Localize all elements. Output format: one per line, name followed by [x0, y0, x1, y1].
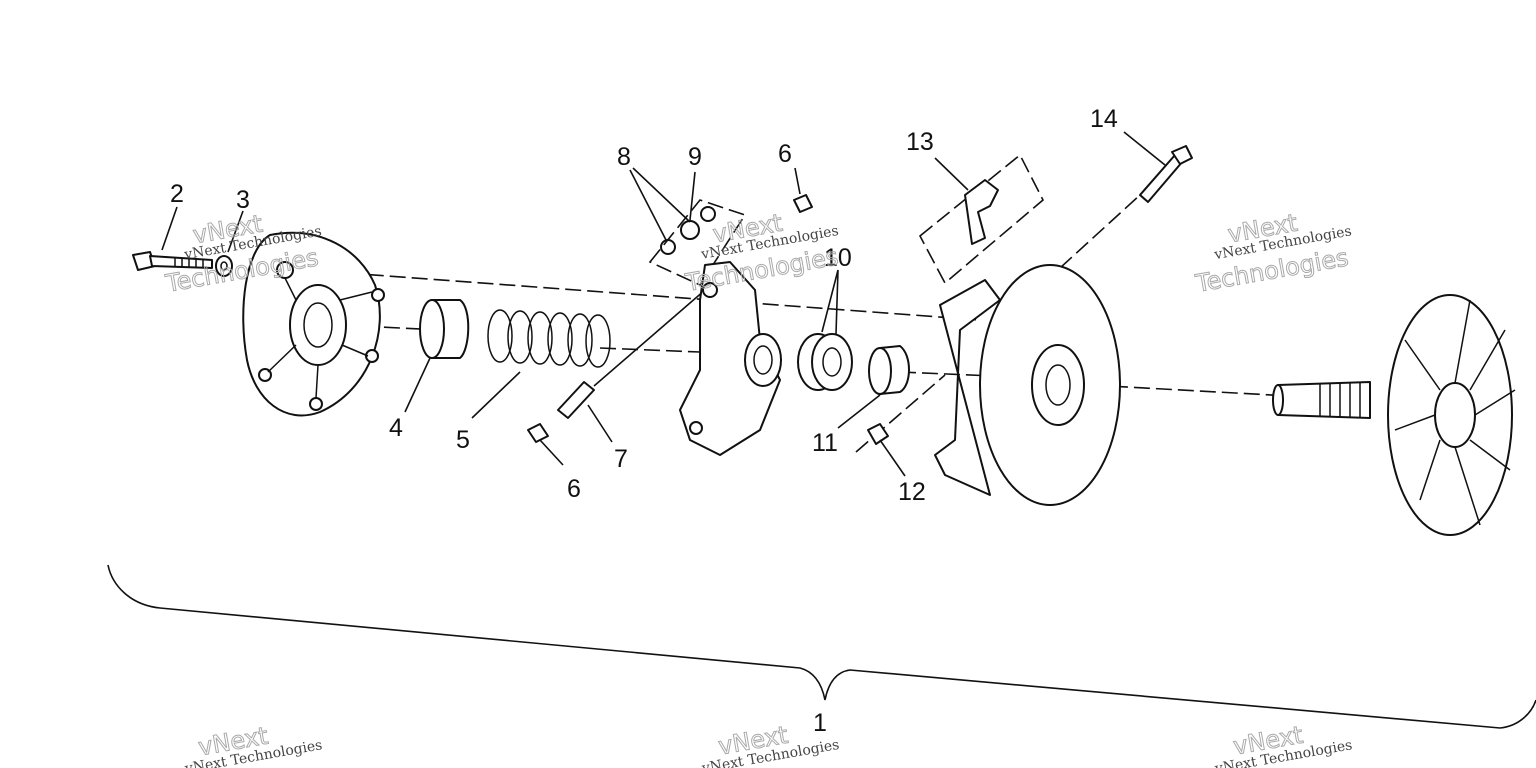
callout-6-upper: 6 [778, 140, 792, 168]
part-washer [215, 255, 233, 277]
watermark-bottom-left: vNext vNext Technologies [183, 721, 324, 768]
part-cap-upper [793, 194, 813, 213]
callout-7: 7 [614, 445, 628, 473]
callout-labels: 1 2 3 4 5 6 7 8 9 6 10 11 12 13 14 [170, 105, 1118, 737]
callout-3: 3 [236, 186, 250, 214]
callout-14: 14 [1090, 105, 1118, 133]
part-spring [487, 309, 611, 368]
part-nut-12 [867, 423, 889, 445]
part-fixed-sheave [934, 264, 1121, 506]
part-weight [918, 153, 1045, 285]
part-bushing-ring [419, 299, 470, 359]
callout-10: 10 [824, 244, 852, 272]
part-pin [557, 289, 706, 419]
callout-13: 13 [906, 128, 934, 156]
watermark-top-right: vNext vNext Technologies Technologies [1192, 208, 1353, 298]
callout-12: 12 [898, 478, 926, 506]
watermark-bottom-right: vNext vNext Technologies [1213, 720, 1354, 768]
callout-1: 1 [813, 709, 827, 737]
part-long-bolt [1139, 145, 1193, 203]
callout-4: 4 [389, 414, 403, 442]
part-shaft-fan [1272, 294, 1516, 536]
part-cover-plate [242, 231, 385, 417]
callout-2: 2 [170, 180, 184, 208]
callout-9: 9 [688, 143, 702, 171]
leader-lines [161, 131, 1166, 477]
part-bolt [132, 251, 213, 271]
callout-8: 8 [617, 143, 631, 171]
callout-11: 11 [812, 429, 838, 457]
callout-6-lower: 6 [567, 475, 581, 503]
callout-5: 5 [456, 426, 470, 454]
part-nuts [648, 199, 747, 287]
part-cap-lower [527, 423, 549, 443]
part-spider [679, 261, 782, 456]
part-bushing-11 [868, 345, 910, 395]
assembly-bracket [107, 564, 1536, 729]
part-roller [797, 333, 853, 391]
